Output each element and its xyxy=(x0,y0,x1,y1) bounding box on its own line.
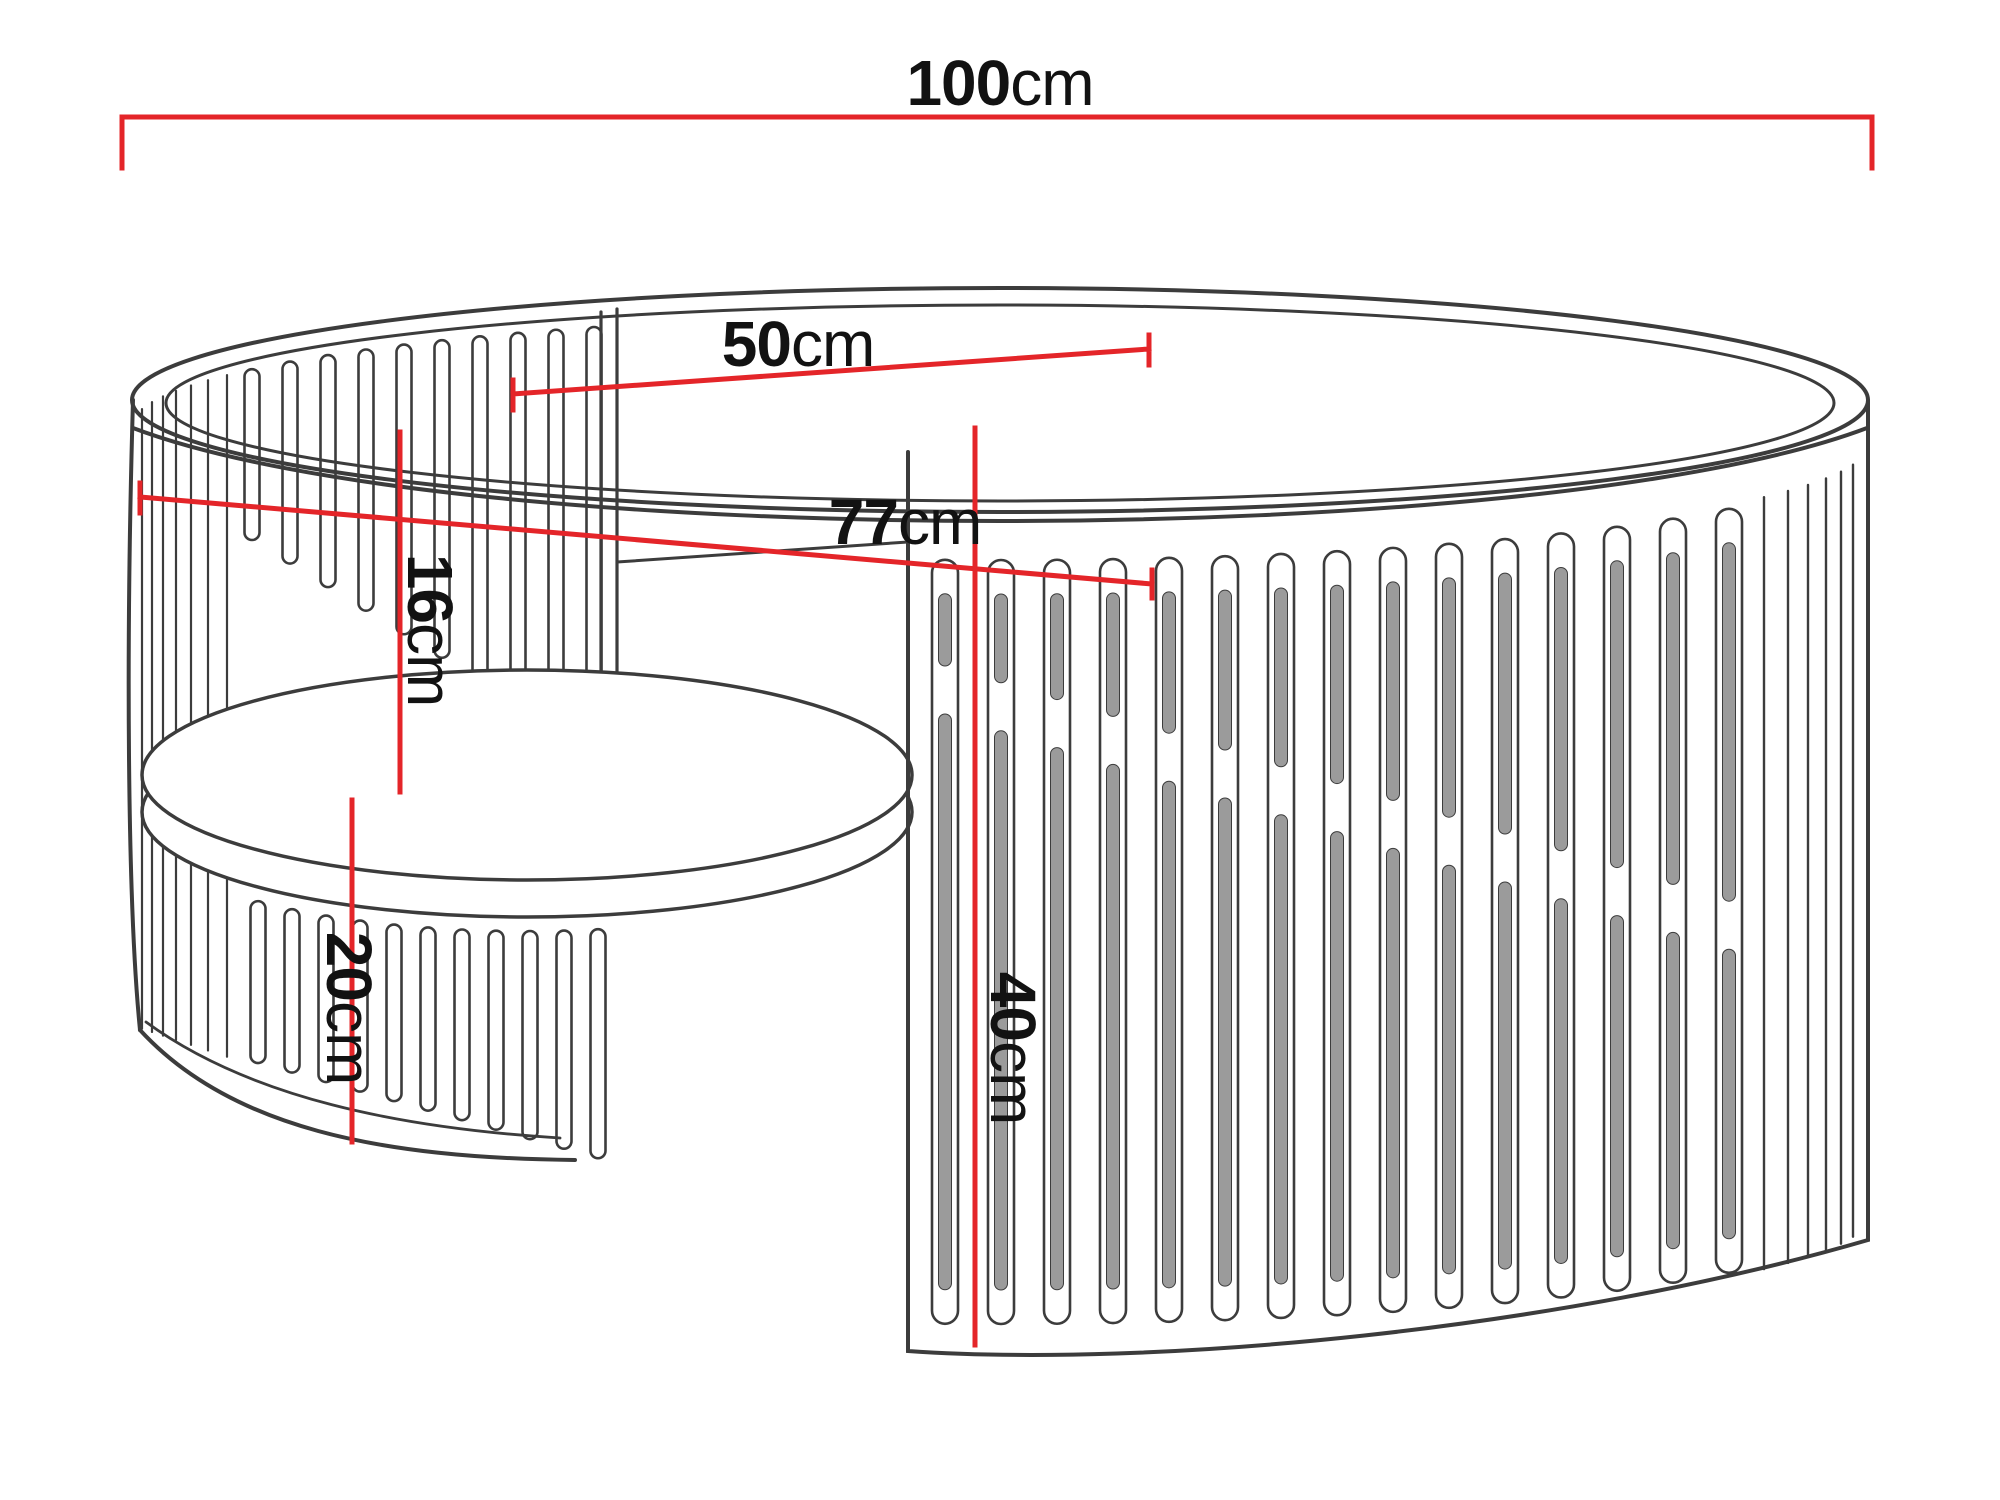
slat xyxy=(1154,556,1184,1324)
slat-inner xyxy=(938,713,952,1291)
slat xyxy=(1322,549,1352,1317)
shelf-to-floor-label: 20cm xyxy=(313,932,385,1085)
width-unit: cm xyxy=(1010,47,1093,119)
slat xyxy=(521,929,539,1141)
total-height-value: 40 xyxy=(977,972,1049,1041)
slat-inner xyxy=(1274,814,1288,1285)
slat-inner xyxy=(1610,560,1624,869)
slat-inner xyxy=(1722,542,1736,902)
slat-inner xyxy=(1050,747,1064,1291)
tabletop-outline xyxy=(130,286,1870,523)
slat-inner xyxy=(1162,591,1176,734)
slat xyxy=(453,928,471,1122)
right-drum-slats xyxy=(930,463,1855,1326)
depth-label: 50cm xyxy=(722,308,875,380)
slat xyxy=(1378,546,1408,1314)
depth-value: 50 xyxy=(722,308,791,380)
slat xyxy=(1546,532,1576,1299)
slat xyxy=(283,907,301,1074)
tabletop-front-edge xyxy=(131,426,1869,523)
slat-inner xyxy=(938,593,952,667)
slat-inner xyxy=(1554,566,1568,852)
left-drum-left-edge xyxy=(126,398,142,1032)
slat xyxy=(385,923,403,1103)
slat xyxy=(1490,537,1520,1305)
slat-inner xyxy=(1106,763,1120,1290)
slat xyxy=(249,899,267,1065)
dimension-labels: 100cm 50cm 77cm 16cm 20cm 40cm xyxy=(313,47,1095,1125)
slat xyxy=(1210,554,1240,1322)
top-to-shelf-value: 16 xyxy=(394,554,466,623)
slat-inner xyxy=(1442,864,1456,1275)
slat xyxy=(471,335,489,683)
right-drum-outline xyxy=(906,398,1870,1357)
slat-inner xyxy=(1554,898,1568,1264)
slat-inner xyxy=(1218,797,1232,1287)
slat xyxy=(1042,558,1072,1326)
slat-inner xyxy=(1386,581,1400,801)
tabletop-outer-rim xyxy=(130,286,1870,514)
depth-unit: cm xyxy=(791,308,874,380)
slat xyxy=(487,929,505,1131)
slat xyxy=(433,338,451,660)
depth-dimension-line xyxy=(510,332,1152,413)
slat xyxy=(419,926,437,1112)
left-drum-bottom-edge xyxy=(138,1028,577,1162)
slat-inner xyxy=(1218,589,1232,751)
slat-inner xyxy=(1666,552,1680,885)
slat-inner xyxy=(1666,931,1680,1250)
slat xyxy=(1434,542,1464,1310)
left-drum-outline xyxy=(126,398,577,1162)
slat xyxy=(1658,517,1688,1285)
slat-inner xyxy=(994,730,1008,1291)
left-drum-lower-slats xyxy=(249,899,607,1160)
slat xyxy=(1098,557,1128,1325)
width-dimension-line xyxy=(119,114,1875,171)
slat-inner xyxy=(1722,948,1736,1240)
inner-width-value: 77 xyxy=(829,486,898,558)
top-to-shelf-label: 16cm xyxy=(394,554,466,707)
coffee-table-drawing xyxy=(126,286,1870,1357)
slat xyxy=(986,558,1016,1326)
slat xyxy=(1714,507,1744,1275)
slat xyxy=(930,558,960,1326)
slat xyxy=(1266,552,1296,1320)
slat-inner xyxy=(1162,780,1176,1289)
inner-width-label: 77cm xyxy=(829,486,982,558)
slat-inner xyxy=(1386,847,1400,1279)
slat-inner xyxy=(1610,915,1624,1258)
slat xyxy=(589,927,607,1160)
tabletop-inner-rim xyxy=(164,303,1836,503)
inner-width-dimension-line xyxy=(137,480,1155,601)
slat-inner xyxy=(1442,577,1456,818)
dimension-lines xyxy=(119,114,1875,1348)
shelf-to-floor-unit: cm xyxy=(313,1001,385,1084)
left-drum-bottom-inner-edge xyxy=(144,1020,562,1140)
shelf xyxy=(140,668,914,919)
slat-inner xyxy=(1330,584,1344,785)
slat xyxy=(555,929,573,1151)
top-to-shelf-unit: cm xyxy=(394,623,466,706)
shelf-to-floor-value: 20 xyxy=(313,932,385,1001)
slat-inner xyxy=(1106,592,1120,717)
slat-inner xyxy=(1498,572,1512,835)
total-height-label: 40cm xyxy=(977,972,1049,1125)
slat-inner xyxy=(1498,881,1512,1270)
inner-width-unit: cm xyxy=(898,486,981,558)
slat-inner xyxy=(994,593,1008,684)
right-drum-edge xyxy=(906,398,1870,1357)
slat-inner xyxy=(1274,587,1288,768)
shelf-top-surface xyxy=(140,668,914,882)
total-height-unit: cm xyxy=(977,1041,1049,1124)
slat-inner xyxy=(1330,831,1344,1282)
width-value: 100 xyxy=(906,47,1010,119)
slat xyxy=(1602,525,1632,1293)
slat-inner xyxy=(1050,593,1064,701)
slat xyxy=(317,914,335,1084)
width-label: 100cm xyxy=(906,47,1093,119)
